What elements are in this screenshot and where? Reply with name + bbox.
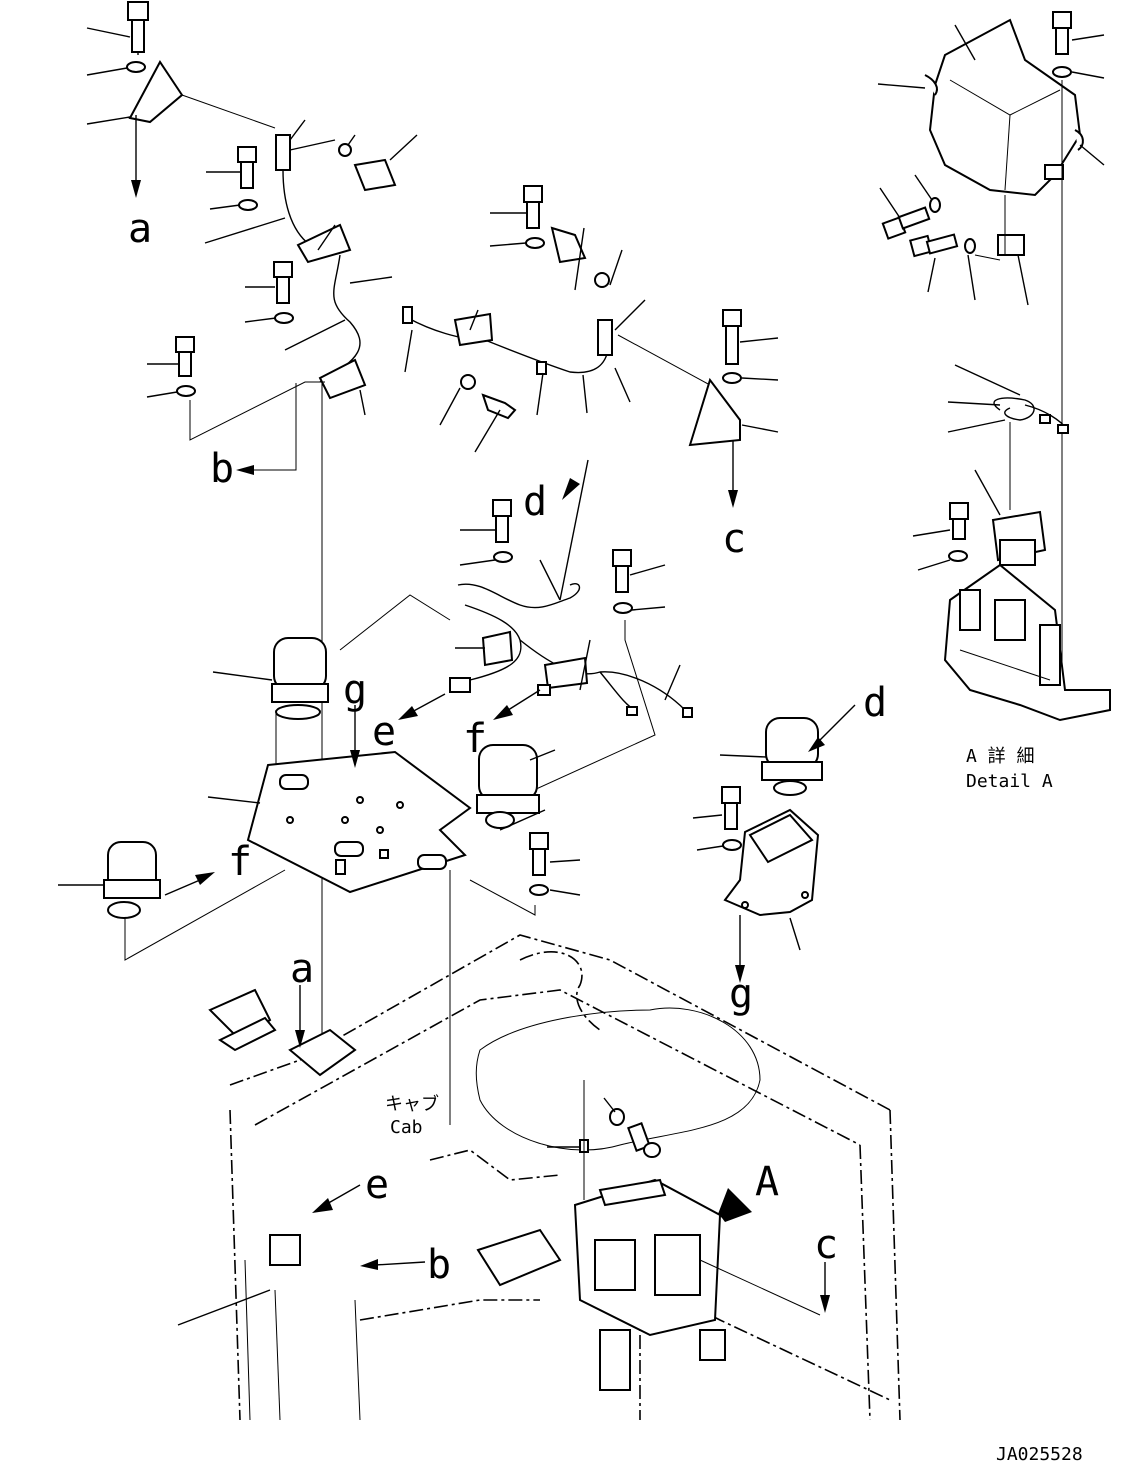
callout-c-top: c xyxy=(722,516,746,562)
detail-a-label-en: Detail A xyxy=(966,771,1053,792)
callout-e-cab: e xyxy=(365,1162,389,1208)
mounting-plate xyxy=(207,705,581,1125)
drawing-number: JA025528 xyxy=(996,1444,1083,1465)
detail-a-label-jp: A 詳 細 xyxy=(966,746,1035,767)
beacon-lamp-2 xyxy=(476,744,556,831)
callout-A-cab: A xyxy=(755,1159,779,1205)
callout-f-lamp: f xyxy=(228,839,252,885)
callout-g-bracket: g xyxy=(729,971,753,1017)
callout-d-top: d xyxy=(523,479,547,525)
cab-drawing xyxy=(177,934,901,1421)
callout-f-harness: f xyxy=(463,716,487,762)
beacon-lamp-4 xyxy=(719,704,856,796)
bracket-group-c xyxy=(688,309,779,508)
callout-d-lamp: d xyxy=(863,680,887,726)
callout-a-cab: a xyxy=(290,946,314,992)
callout-g-plate: g xyxy=(343,667,367,713)
cab-label-en: Cab xyxy=(390,1117,423,1138)
lower-harness xyxy=(339,459,693,811)
callout-e-harness: e xyxy=(372,709,396,755)
beacon-lamp-1 xyxy=(212,637,329,785)
bracket-group-a xyxy=(86,1,276,198)
callout-b-cab: b xyxy=(427,1242,451,1288)
detail-a-drawing xyxy=(877,11,1111,722)
callout-a-top: a xyxy=(128,206,152,252)
upper-harness xyxy=(146,119,711,1060)
cab-label-jp: キャブ xyxy=(385,1093,439,1115)
beacon-lamp-3 xyxy=(58,841,286,961)
stand-bracket xyxy=(692,786,820,983)
callout-c-cab: c xyxy=(814,1222,838,1268)
callout-b-top: b xyxy=(210,446,234,492)
